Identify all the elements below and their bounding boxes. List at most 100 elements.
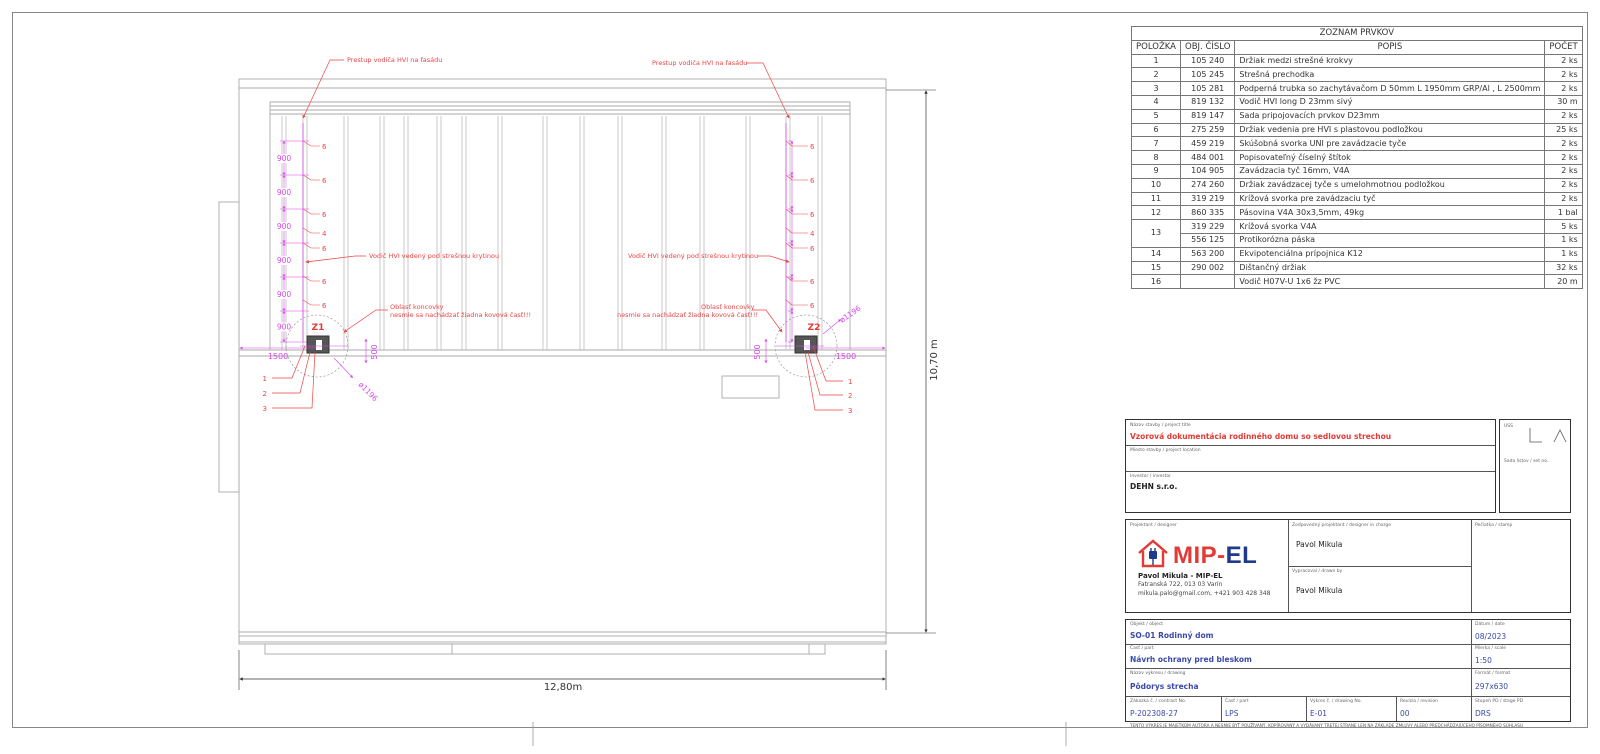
cell-num: 563 200: [1180, 246, 1236, 262]
date-value: 08/2023: [1475, 632, 1507, 641]
cell-qty: 2 ks: [1544, 53, 1583, 69]
cell-desc: Strešná prechodka: [1234, 67, 1546, 83]
cell-qty: 5 ks: [1544, 219, 1583, 234]
holder-leader: [302, 299, 320, 306]
holder-leader: [785, 227, 808, 234]
drawing-number: E-01: [1310, 709, 1327, 718]
holder-number-label: 6: [810, 177, 815, 185]
cell-pos: 5: [1130, 108, 1182, 124]
cell-pos: 1: [1130, 53, 1182, 69]
cell-desc: Zavádzacia tyč 16mm, V4A: [1234, 163, 1546, 179]
cell-desc: Popisovateľný číselný štítok: [1234, 150, 1546, 165]
cell-num: 860 335: [1180, 205, 1236, 221]
cell-pos: 16: [1130, 274, 1182, 290]
air-terminal-zone-z2: [774, 314, 838, 378]
annotation-prestup-right: [746, 62, 790, 119]
holder-leader: [785, 242, 808, 249]
annotation-oblast-right-text2: nesmie sa nachádzať žiadna kovová časť!!…: [617, 310, 758, 319]
drawing-name: Pôdorys strecha: [1130, 682, 1199, 691]
holder-number-label: 6: [810, 245, 815, 253]
cell-desc: Držiak zavádzacej tyče s umelohmotnou po…: [1234, 177, 1546, 193]
leader-left-3: 3: [263, 405, 267, 413]
copyright-disclaimer: TENTO VÝKRES JE MAJETKOM AUTORA A NESMIE…: [1130, 723, 1524, 728]
holder-leader: [302, 140, 320, 147]
scale-value: 1:50: [1475, 656, 1492, 665]
drawn-by: Pavol Mikula: [1296, 586, 1343, 595]
parts-list-table: ZOZNAM PRVKOV POLOŽKA OBJ. ČÍSLO POPIS P…: [1130, 26, 1583, 290]
cell-qty: 25 ks: [1544, 122, 1583, 138]
col-header-qty: POČET: [1544, 39, 1583, 55]
cell-desc: Pásovina V4A 30x3,5mm, 49kg: [1234, 205, 1546, 221]
holder-leader: [302, 174, 320, 181]
cell-desc: Sada pripojovacích prvkov D23mm: [1234, 108, 1546, 124]
holder-leader: [785, 299, 808, 306]
leaders-left-123: [272, 345, 316, 409]
cell-desc: Skúšobná svorka UNI pre zavádzacie tyče: [1234, 136, 1546, 152]
titleblock-designer: Projektant / designer MIP-EL Pavol Mikul…: [1125, 519, 1571, 613]
holder-number-label: 6: [810, 143, 815, 151]
drawing-frame: [12, 12, 1588, 728]
cell-desc: Vodič H07V-U 1x6 žz PVC: [1234, 274, 1546, 290]
titleblock-project: Názov stavby / project title Vzorová dok…: [1125, 419, 1496, 513]
holder-leader: [785, 174, 808, 181]
cell-num: 105 240: [1180, 53, 1236, 69]
annotation-prestup-left-text: Prestup vodiča HVI na fasádu: [347, 56, 442, 64]
annotation-oblast-left-text1: Oblasť koncovky: [390, 302, 444, 311]
annotation-vodic-left-text: Vodič HVI vedený pod strešnou krytinou: [369, 252, 499, 260]
cell-desc: Ekvipotenciálna prípojnica K12: [1234, 246, 1546, 262]
cell-qty: 2 ks: [1544, 150, 1583, 165]
cell-num: 819 147: [1180, 108, 1236, 124]
contract-part: LPS: [1225, 709, 1239, 718]
cell-desc: Vodič HVI long D 23mm sivý: [1234, 94, 1546, 110]
dim-500-left-label: 500: [370, 344, 379, 359]
holder-number-label: 4: [322, 230, 327, 238]
cell-pos: 14: [1130, 246, 1182, 262]
leaders-right-123: [804, 345, 843, 411]
leader-right-2: 2: [848, 392, 852, 400]
annotation-oblast-left: [343, 309, 388, 333]
dimension-height: [886, 89, 936, 634]
revision-number: 00: [1400, 709, 1410, 718]
cell-desc: Podperná trubka so zachytávačom D 50mm L…: [1234, 81, 1546, 96]
dimension-width: [238, 650, 887, 690]
cell-num: 319 219: [1180, 191, 1236, 207]
cell-num: 274 260: [1180, 177, 1236, 193]
annotation-oblast-right: [752, 309, 783, 333]
cell-qty: 2 ks: [1544, 163, 1583, 179]
cell-pos: 10: [1130, 177, 1182, 193]
cell-qty: 1 ks: [1544, 246, 1583, 262]
holder-leader: [785, 208, 808, 215]
cell-qty: 2 ks: [1544, 108, 1583, 124]
cell-num: 319 229: [1180, 219, 1236, 234]
leader-right-3: 3: [848, 407, 852, 415]
house-plug-logo-icon: [1138, 539, 1168, 568]
cell-num: 104 905: [1180, 163, 1236, 179]
company-name: Pavol Mikula - MIP-EL: [1138, 572, 1223, 580]
spacing-dimension-label: 900: [277, 323, 292, 332]
spacing-dimension-label: 900: [277, 256, 292, 265]
leader-left-2: 2: [263, 390, 267, 398]
cell-pos: 8: [1130, 150, 1182, 165]
annotation-oblast-left-text2: nesmie sa nachádzať žiadna kovová časť!!…: [390, 310, 531, 319]
cell-pos: 3: [1130, 81, 1182, 96]
holder-number-label: 6: [322, 211, 327, 219]
cell-pos: 2: [1130, 67, 1182, 83]
cell-num: 105 281: [1180, 81, 1236, 96]
spacing-dimension-label: 900: [277, 222, 292, 231]
air-terminal-zone-z1: [285, 314, 349, 378]
holder-number-label: 4: [810, 230, 815, 238]
cell-pos: 7: [1130, 136, 1182, 152]
cell-desc: Držiak vedenia pre HVI s plastovou podlo…: [1234, 122, 1546, 138]
annotation-oblast-right-text1: Oblasť koncovky: [701, 302, 755, 311]
cell-qty: 1 ks: [1544, 232, 1583, 248]
dim-1500-left-label: 1500: [268, 352, 288, 361]
